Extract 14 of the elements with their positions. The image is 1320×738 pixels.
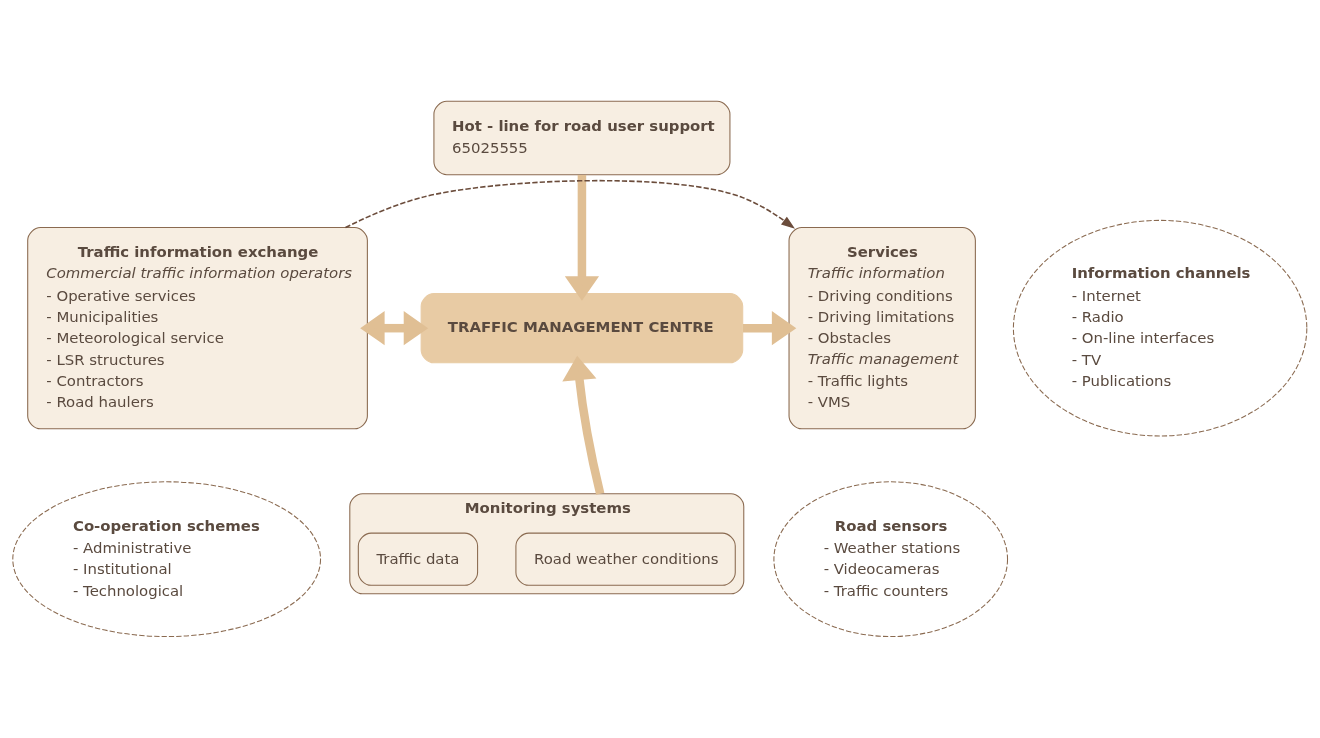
arrow: [564, 174, 600, 301]
arrow: [360, 311, 429, 346]
node-box: Services Traffic information - Driving conditions - Driving limitations - Obstacles Traffic management - Traffic lights - VMS: [788, 227, 976, 430]
arrow: [742, 311, 797, 346]
arrow: [344, 180, 795, 229]
node-ellipse: Information channels - Internet - Radio - On-line interfaces - TV - Publications: [1012, 219, 1308, 437]
node-box: TRAFFIC MANAGEMENT CENTRE: [420, 293, 744, 364]
node-ellipse: Co-operation schemes - Administrative - Institutional - Technological: [12, 481, 322, 638]
node-box: Traffic information exchange Commercial traffic information operators - Operative services - Municipalities - Meteorological service - LSR structures - Contractors - Road haulers: [27, 227, 368, 430]
node-box: Hot - line for road user support 65025555: [433, 100, 731, 176]
node-ellipse: Road sensors - Weather stations - Videocameras - Traffic counters: [773, 481, 1009, 638]
node-box: Road weather conditions: [515, 532, 736, 586]
arrow: [562, 355, 605, 495]
node-box: Traffic data: [357, 532, 479, 586]
